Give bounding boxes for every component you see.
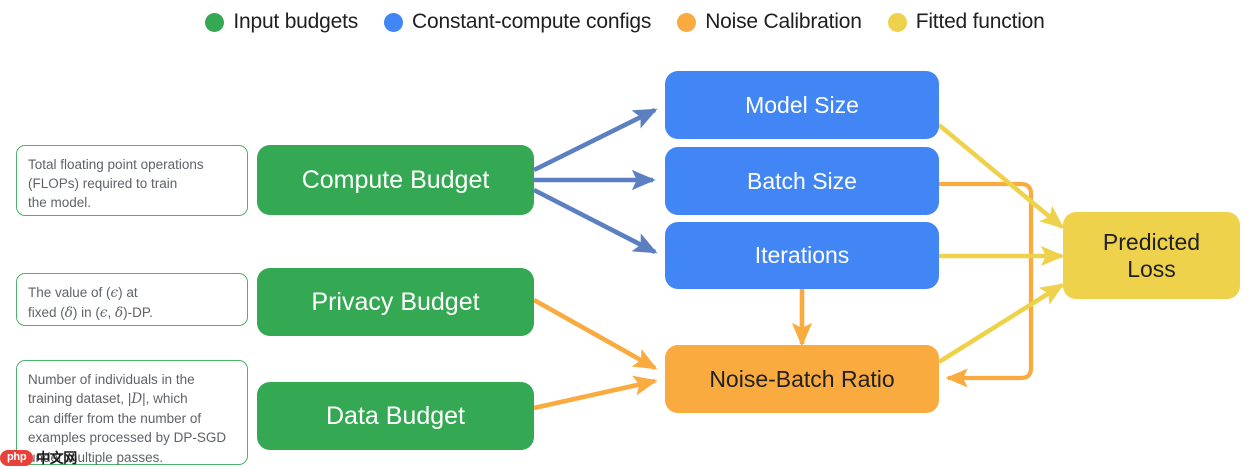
node-noise-batch-ratio[interactable]: Noise-Batch Ratio bbox=[665, 345, 939, 413]
circle-icon bbox=[887, 12, 907, 32]
legend-item-noise-calibration: Noise Calibration bbox=[677, 10, 862, 34]
node-data-budget[interactable]: Data Budget bbox=[257, 382, 534, 450]
edge-compute-to-model-size bbox=[532, 107, 658, 173]
note-line: the model. bbox=[28, 195, 92, 211]
node-compute-budget[interactable]: Compute Budget bbox=[257, 145, 534, 215]
delta-symbol: δ bbox=[64, 305, 73, 322]
note-text: training dataset, | bbox=[28, 391, 132, 407]
epsilon-symbol: ϵ bbox=[110, 285, 119, 301]
note-text: )-DP. bbox=[123, 305, 153, 321]
note-text: |, which bbox=[142, 391, 188, 407]
php-logo-icon: php bbox=[0, 450, 34, 466]
edge-batch-size-to-noise-batch-ratio bbox=[939, 181, 1034, 388]
legend-label: Constant-compute configs bbox=[412, 10, 652, 33]
legend-label: Fitted function bbox=[915, 10, 1045, 33]
edge-data-to-noise-batch-ratio bbox=[533, 375, 658, 411]
watermark: php 中文网 bbox=[0, 447, 77, 469]
edge-privacy-to-noise-batch-ratio bbox=[532, 297, 658, 371]
note-line: Number of individuals in the bbox=[28, 372, 195, 387]
legend-item-constant-compute-configs: Constant-compute configs bbox=[384, 10, 651, 34]
node-predicted-loss-line2: Loss bbox=[1127, 255, 1176, 282]
note-line: under multiple passes. bbox=[28, 449, 164, 465]
edge-noise-batch-ratio-to-predicted-loss bbox=[937, 283, 1065, 364]
note-data-budget: Number of individuals in the training da… bbox=[16, 360, 248, 465]
note-line: The value of (ϵ) at bbox=[28, 283, 236, 303]
note-text: The value of ( bbox=[28, 285, 111, 300]
dataset-symbol: D bbox=[131, 391, 143, 408]
node-predicted-loss-line1: Predicted bbox=[1102, 229, 1201, 256]
watermark-text: 中文网 bbox=[36, 450, 77, 466]
edge-model-size-to-predicted-loss bbox=[937, 123, 1065, 229]
legend-label: Noise Calibration bbox=[705, 10, 862, 33]
circle-icon bbox=[384, 12, 404, 32]
note-text: , bbox=[107, 305, 115, 321]
note-line: training dataset, |D|, which bbox=[28, 389, 236, 409]
circle-icon bbox=[677, 12, 697, 32]
note-text: fixed ( bbox=[28, 305, 65, 321]
node-batch-size[interactable]: Batch Size bbox=[665, 147, 939, 215]
edge-compute-to-iterations bbox=[532, 187, 658, 255]
node-privacy-budget[interactable]: Privacy Budget bbox=[257, 268, 534, 336]
legend-label: Input budgets bbox=[233, 10, 359, 33]
note-line: can differ from the number of bbox=[28, 411, 202, 427]
note-line: Total floating point operations bbox=[28, 157, 204, 172]
delta-symbol: δ bbox=[114, 305, 124, 322]
note-line: (FLOPs) required to train bbox=[28, 176, 178, 192]
note-compute-budget: Total floating point operations (FLOPs) … bbox=[16, 145, 248, 216]
note-text: ) in ( bbox=[72, 305, 100, 321]
epsilon-symbol: ϵ bbox=[99, 305, 108, 322]
circle-icon bbox=[205, 12, 225, 32]
node-iterations[interactable]: Iterations bbox=[665, 222, 939, 289]
note-line: examples processed by DP-SGD bbox=[28, 430, 227, 446]
legend-item-fitted-function: Fitted function bbox=[887, 10, 1045, 34]
legend: Input budgets Constant-compute configs N… bbox=[0, 4, 1250, 40]
note-privacy-budget: The value of (ϵ) at fixed (δ) in (ϵ, δ)-… bbox=[16, 273, 248, 326]
note-text: ) at bbox=[118, 285, 138, 300]
note-line: fixed (δ) in (ϵ, δ)-DP. bbox=[28, 303, 236, 323]
node-model-size[interactable]: Model Size bbox=[665, 71, 939, 139]
node-predicted-loss[interactable]: Predicted Loss bbox=[1063, 212, 1240, 299]
legend-item-input-budgets: Input budgets bbox=[205, 10, 358, 34]
